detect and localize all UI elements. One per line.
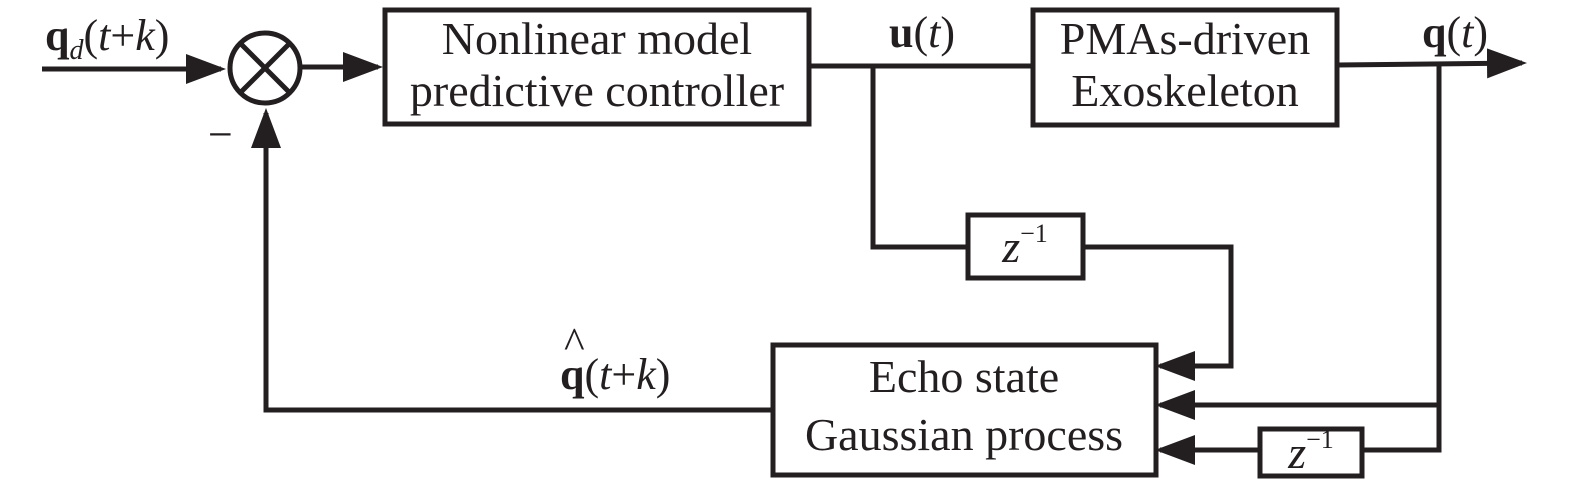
- nmpc-label-line1: Nonlinear model: [442, 13, 752, 64]
- control-signal-label: u(t): [889, 8, 955, 57]
- delay-block-top: z−1: [965, 212, 1086, 281]
- minus-sign: −: [208, 110, 233, 159]
- output-branch-to-delay: [1362, 405, 1442, 453]
- nmpc-label-line2: predictive controller: [410, 65, 784, 116]
- prediction-hat: ^: [564, 319, 585, 368]
- control-branch-to-delay: [870, 66, 968, 250]
- nmpc-block: Nonlinear model predictive controller: [382, 7, 812, 127]
- output-signal-arrow: [1336, 48, 1527, 79]
- reference-signal-label: qd(t+k): [45, 11, 169, 66]
- plant-label-line2: Exoskeleton: [1071, 65, 1298, 116]
- prediction-feedback-arrow: [251, 108, 773, 413]
- summing-cross-b: [238, 41, 292, 95]
- delay-to-esgp-arrow: [1083, 244, 1234, 381]
- esgp-label-line1: Echo state: [869, 351, 1059, 402]
- esgp-box: [770, 342, 1159, 478]
- plant-label-line1: PMAs-driven: [1060, 13, 1310, 64]
- plant-block: PMAs-driven Exoskeleton: [1030, 7, 1340, 128]
- nmpc-box: [382, 7, 812, 127]
- delay-top-box: [965, 212, 1086, 281]
- plant-box: [1030, 7, 1340, 128]
- delay-top-label: z−1: [1001, 219, 1048, 272]
- esgp-label-line2: Gaussian process: [805, 409, 1123, 460]
- summing-junction: [227, 30, 303, 106]
- output-signal-label: q(t): [1422, 8, 1488, 57]
- prediction-signal-label: q(t+k): [560, 350, 670, 399]
- delay-bottom-box: [1257, 426, 1365, 479]
- delay-block-bottom: z−1: [1257, 425, 1365, 479]
- delay-bottom-label: z−1: [1287, 425, 1334, 478]
- esgp-block: Echo state Gaussian process: [770, 342, 1159, 478]
